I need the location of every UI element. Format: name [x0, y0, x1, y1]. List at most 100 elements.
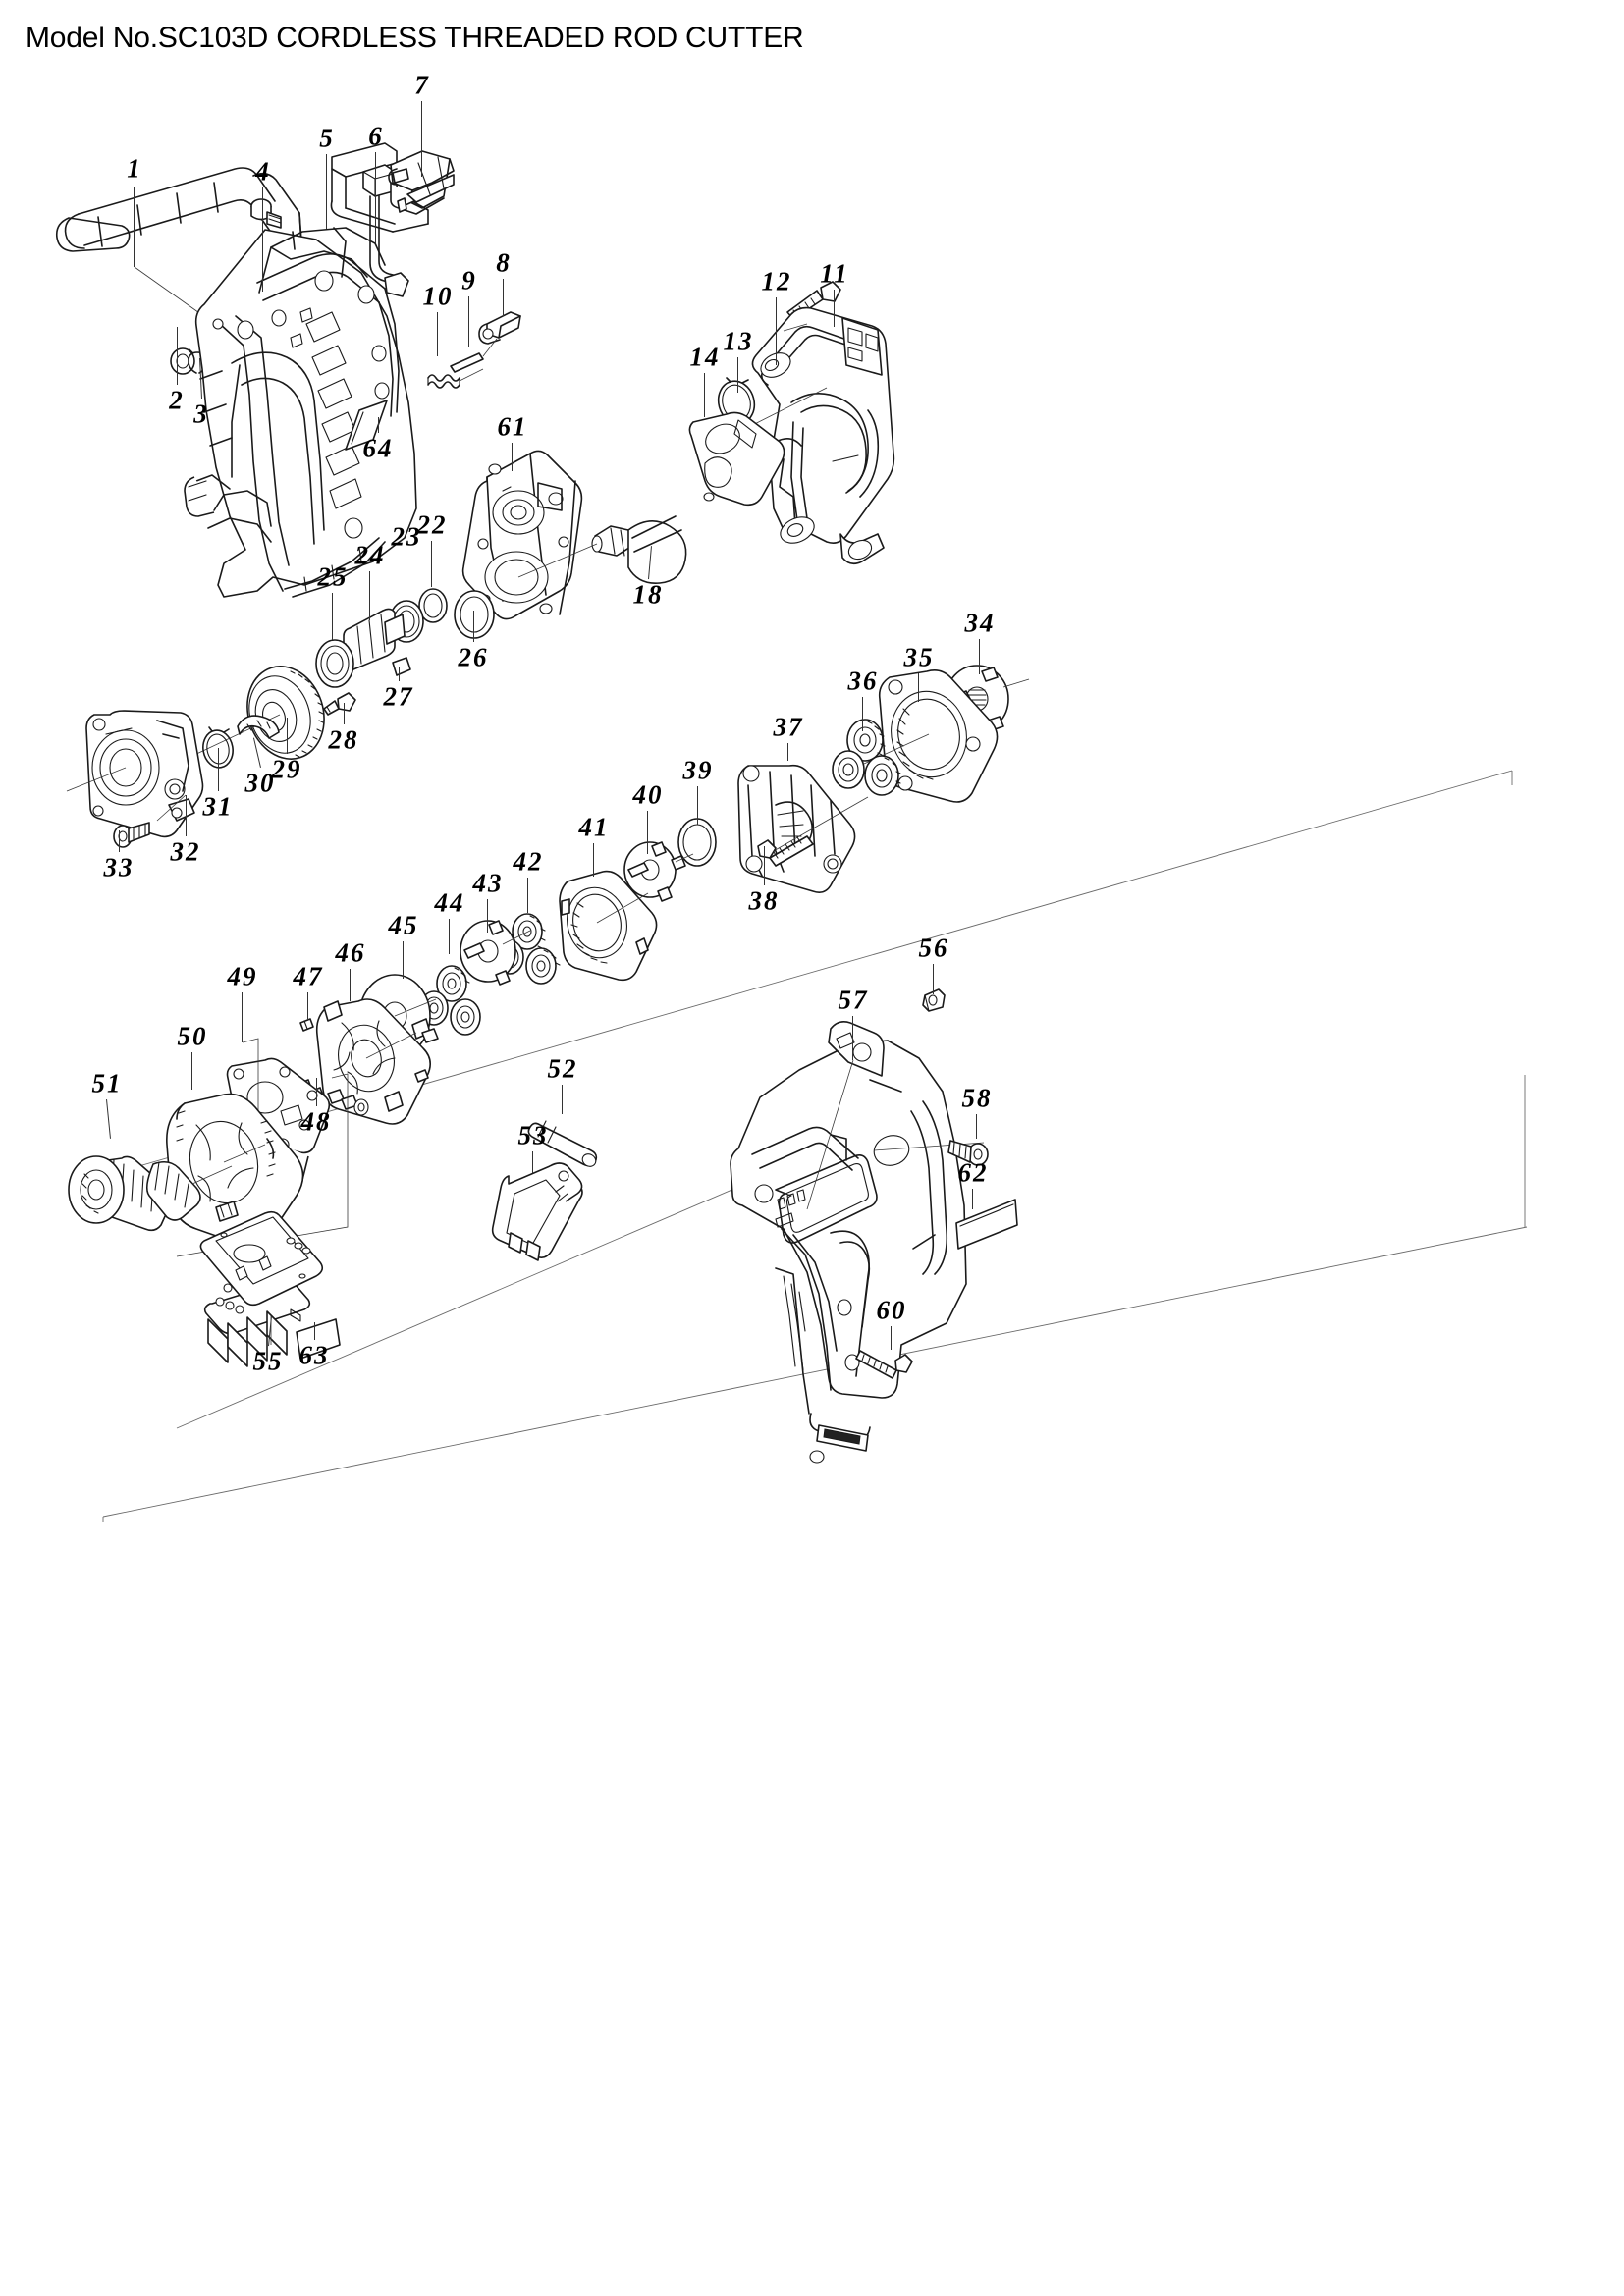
callout-29[interactable]: 29	[271, 754, 302, 784]
callout-18[interactable]: 18	[632, 579, 664, 610]
callout-10[interactable]: 10	[422, 281, 454, 311]
part-30-spring-clip	[237, 715, 280, 739]
part-28-screw	[323, 692, 356, 716]
callout-24[interactable]: 24	[354, 540, 386, 570]
callout-35[interactable]: 35	[903, 642, 935, 672]
callout-32[interactable]: 32	[170, 836, 201, 867]
callout-37[interactable]: 37	[773, 712, 804, 742]
leader-line-50	[191, 1052, 192, 1090]
part-25-bearing	[315, 639, 354, 688]
callout-48[interactable]: 48	[300, 1106, 332, 1137]
leader-line-45	[403, 941, 404, 979]
leader-line-29	[287, 718, 288, 754]
leader-line-49	[242, 992, 243, 1042]
leader-line-36	[862, 697, 863, 731]
callout-11[interactable]: 11	[820, 258, 849, 289]
callout-33[interactable]: 33	[103, 852, 135, 882]
leader-line-28	[344, 703, 345, 724]
part-2-washer	[170, 347, 195, 375]
part-10-spring	[427, 368, 484, 389]
callout-58[interactable]: 58	[961, 1083, 993, 1113]
callout-56[interactable]: 56	[918, 933, 949, 963]
callout-44[interactable]: 44	[434, 887, 465, 918]
section-band-lines	[97, 770, 1528, 1522]
leader-line-1	[134, 187, 135, 267]
callout-14[interactable]: 14	[689, 342, 721, 372]
callout-7[interactable]: 7	[414, 70, 430, 100]
part-50-stator	[166, 1093, 304, 1247]
callout-43[interactable]: 43	[472, 868, 504, 898]
callout-61[interactable]: 61	[497, 411, 528, 442]
callout-25[interactable]: 25	[317, 561, 349, 592]
leader-line-52	[562, 1085, 563, 1114]
callout-40[interactable]: 40	[632, 779, 664, 810]
callout-42[interactable]: 42	[513, 846, 544, 877]
leader-line-27	[399, 667, 400, 681]
part-1-handle-bail	[55, 167, 314, 446]
callout-26[interactable]: 26	[458, 642, 489, 672]
callout-28[interactable]: 28	[328, 724, 359, 755]
callout-55[interactable]: 55	[252, 1346, 284, 1376]
leader-line-6	[375, 152, 376, 243]
callout-49[interactable]: 49	[227, 961, 258, 991]
part-13-retaining-ring	[717, 377, 756, 425]
callout-12[interactable]: 12	[761, 266, 792, 296]
callout-57[interactable]: 57	[838, 985, 869, 1015]
callout-50[interactable]: 50	[177, 1021, 208, 1051]
leader-line-30	[253, 737, 261, 768]
callout-13[interactable]: 13	[723, 326, 754, 356]
part-35-ring-gear	[863, 669, 999, 803]
callout-4[interactable]: 4	[255, 156, 271, 187]
leader-line-56	[933, 964, 934, 994]
callout-36[interactable]: 36	[847, 666, 879, 696]
callout-9[interactable]: 9	[461, 265, 477, 295]
callout-5[interactable]: 5	[319, 123, 335, 153]
part-8-lock-lever	[478, 311, 521, 345]
part-3-retaining-ring	[188, 348, 207, 374]
leader-line-53	[532, 1151, 533, 1173]
part-4-screw	[250, 198, 282, 229]
leader-line-41	[593, 843, 594, 877]
part-49-insulation-plate	[176, 1038, 349, 1257]
leader-line-4	[262, 187, 263, 292]
callout-64[interactable]: 64	[362, 433, 394, 463]
callout-46[interactable]: 46	[335, 937, 366, 968]
leader-line-44	[449, 919, 450, 954]
callout-1[interactable]: 1	[127, 153, 142, 184]
callout-62[interactable]: 62	[957, 1157, 989, 1188]
part-43-carrier	[460, 920, 531, 986]
leader-line-34	[979, 639, 980, 674]
callout-30[interactable]: 30	[244, 768, 276, 798]
part-51-armature	[68, 1155, 233, 1232]
callout-8[interactable]: 8	[496, 247, 512, 278]
leader-line-33	[119, 830, 120, 852]
callout-39[interactable]: 39	[682, 755, 714, 785]
callout-6[interactable]: 6	[368, 121, 384, 151]
callout-34[interactable]: 34	[964, 608, 996, 638]
leader-line-60	[891, 1326, 892, 1350]
callout-27[interactable]: 27	[383, 681, 414, 712]
callout-22[interactable]: 22	[416, 509, 448, 540]
callout-2[interactable]: 2	[169, 385, 185, 415]
callout-23[interactable]: 23	[391, 521, 422, 552]
callout-60[interactable]: 60	[876, 1295, 907, 1325]
page-title: Model No.SC103D CORDLESS THREADED ROD CU…	[26, 22, 804, 54]
callout-38[interactable]: 38	[748, 885, 780, 916]
callout-31[interactable]: 31	[202, 791, 234, 822]
leader-line-61	[512, 443, 513, 471]
part-39-washer	[677, 818, 717, 867]
leader-line-48	[316, 1078, 317, 1106]
callout-41[interactable]: 41	[578, 812, 610, 842]
callout-3[interactable]: 3	[193, 399, 209, 429]
callout-51[interactable]: 51	[91, 1068, 123, 1098]
part-29-internal-gear	[191, 666, 325, 760]
callout-52[interactable]: 52	[547, 1053, 578, 1084]
leader-line-63	[314, 1322, 315, 1340]
callout-47[interactable]: 47	[293, 961, 324, 991]
callout-53[interactable]: 53	[517, 1120, 549, 1150]
leader-line-3	[199, 357, 202, 399]
callout-63[interactable]: 63	[298, 1340, 330, 1370]
part-42-planet-gears	[495, 913, 561, 985]
callout-45[interactable]: 45	[388, 910, 419, 940]
